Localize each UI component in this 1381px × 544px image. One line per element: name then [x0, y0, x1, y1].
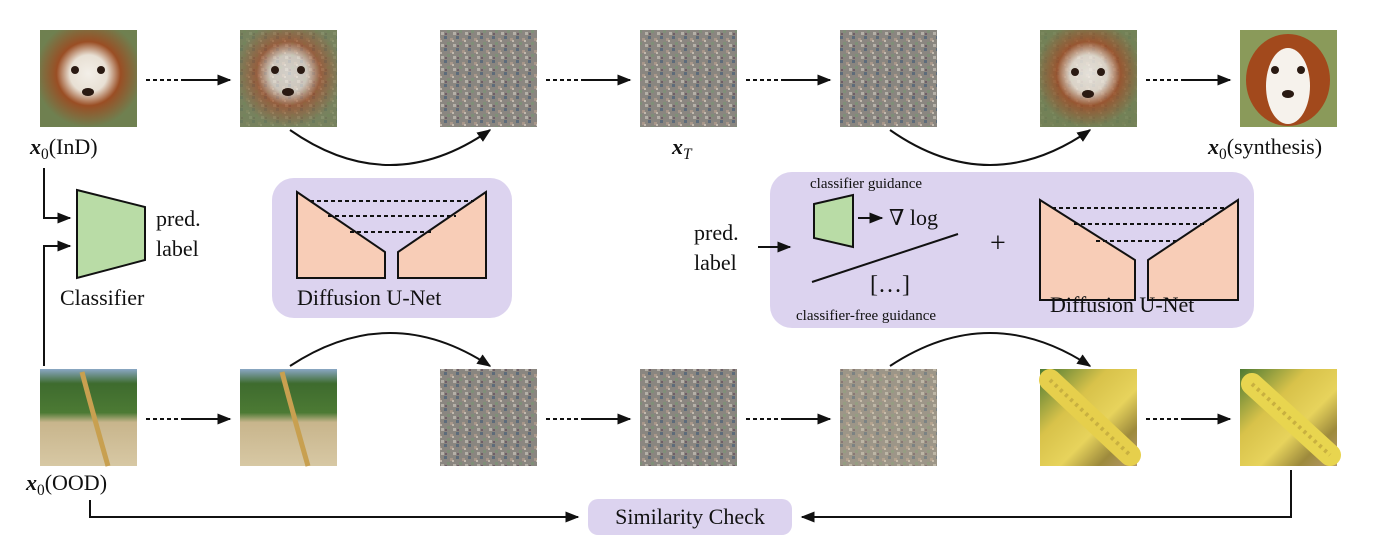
x-symbol: x — [26, 470, 37, 495]
grad-log-label: ∇ log — [889, 205, 938, 230]
x-symbol: x — [672, 134, 683, 159]
guidance-divider — [811, 233, 959, 283]
ellipsis-label: […] — [870, 272, 910, 298]
unet-left-label: Diffusion U-Net — [297, 285, 442, 310]
xT-label: xT — [672, 134, 692, 164]
unet-left-shape — [296, 190, 487, 279]
x0-subscript: 0 — [1219, 146, 1227, 164]
unet-right-shape — [1039, 198, 1239, 301]
bottom-image-7 — [1240, 369, 1341, 466]
x0-synthesis-text: (synthesis) — [1226, 134, 1323, 159]
top-image-6 — [1040, 30, 1137, 127]
bottom-row-arrows — [146, 332, 1232, 425]
plus-label: + — [990, 228, 1006, 259]
pred-label-left-2: label — [156, 236, 199, 261]
x0-ood-label: x0(OOD) — [26, 470, 108, 500]
similarity-check-label: Similarity Check — [615, 504, 765, 529]
classifier-free-guidance-label: classifier-free guidance — [796, 308, 937, 324]
similarity-check-box: Similarity Check — [588, 499, 792, 535]
top-image-7 — [1240, 30, 1337, 127]
bottom-image-4 — [640, 369, 737, 466]
classifier-guidance-label: classifier guidance — [810, 176, 923, 192]
bottom-image-3 — [440, 369, 537, 466]
classifier-label: Classifier — [60, 285, 145, 310]
x0-subscript: 0 — [37, 482, 45, 500]
x-symbol: x — [1208, 134, 1219, 159]
unet-left-box — [272, 178, 512, 318]
bottom-image-6 — [1039, 369, 1141, 466]
classifier-connectors — [43, 168, 72, 366]
top-image-3 — [440, 30, 537, 127]
top-image-4 — [640, 30, 737, 127]
pred-label-right-1: pred. — [694, 220, 739, 245]
mini-classifier-shape — [813, 193, 854, 249]
x0-subscript: 0 — [41, 146, 49, 164]
top-image-2 — [240, 30, 337, 127]
x-symbol: x — [30, 134, 41, 159]
similarity-connectors — [89, 470, 1292, 523]
x0-synthesis-label: x0(synthesis) — [1208, 134, 1323, 164]
pred-label-left-1: pred. — [156, 206, 201, 231]
classifier-shape — [76, 188, 146, 280]
top-image-5 — [840, 30, 937, 127]
top-row-arrows — [146, 74, 1232, 166]
x0-ind-label: x0(InD) — [30, 134, 98, 164]
bottom-image-2 — [240, 369, 337, 467]
x0-ood-text: (OOD) — [44, 470, 108, 495]
unet-right-label: Diffusion U-Net — [1050, 292, 1195, 317]
bottom-image-1 — [40, 369, 137, 467]
x0-ind-text: (InD) — [48, 134, 98, 159]
xT-subscript: T — [683, 146, 692, 164]
top-image-1 — [40, 30, 137, 127]
bottom-image-5 — [840, 369, 937, 466]
pred-label-right-2: label — [694, 250, 737, 275]
